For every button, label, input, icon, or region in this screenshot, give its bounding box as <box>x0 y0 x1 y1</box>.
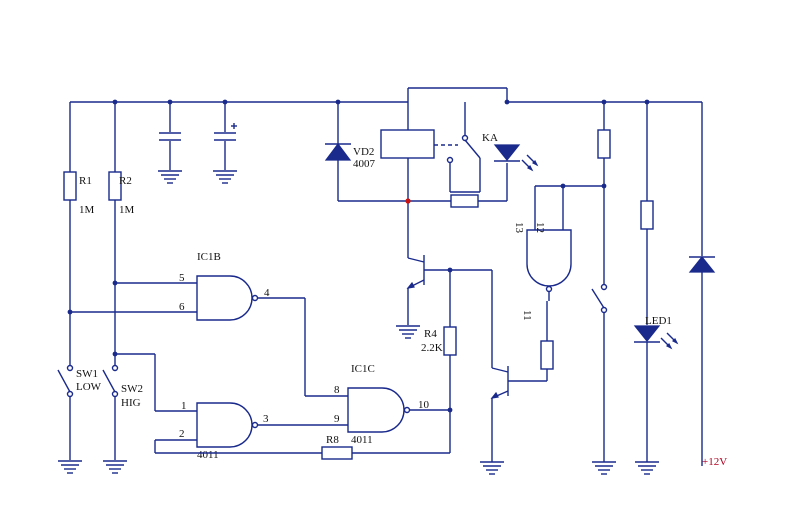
diode-vd2 <box>324 143 352 161</box>
sw2-mode: HIG <box>121 397 141 409</box>
right-switch-branch <box>591 102 611 462</box>
base-resistor <box>540 340 554 370</box>
switch-sw1 <box>57 364 74 398</box>
relay-ka <box>337 87 508 258</box>
ic1b-part-number: 4011 <box>197 449 219 461</box>
pin-9-label: 9 <box>334 413 340 425</box>
led1-branch <box>633 102 679 462</box>
pin-6-label: 6 <box>179 301 185 313</box>
sw2-label: SW2 <box>121 383 143 395</box>
top-supply-rail <box>70 99 702 105</box>
nand-gate-ic1-vertical <box>526 183 607 301</box>
ground-symbol <box>635 461 659 475</box>
r2-value: 1M <box>119 204 135 216</box>
r2-label: R2 <box>119 175 132 187</box>
ground-symbol <box>103 460 127 474</box>
r4-label: R4 <box>424 328 437 340</box>
r4-value: 2.2K <box>421 342 443 354</box>
capacitor-electrolytic <box>213 102 237 184</box>
resistor-r4 <box>443 326 457 356</box>
pin-4-label: 4 <box>264 287 270 299</box>
pin-3-label: 3 <box>263 413 269 425</box>
r8-feedback <box>155 446 450 460</box>
r1-branch <box>63 102 77 460</box>
led1 <box>633 325 661 342</box>
led1-label: LED1 <box>645 315 672 327</box>
nand-gate-ic1b <box>70 275 348 397</box>
ground-symbol <box>592 461 616 475</box>
resistor-r1 <box>63 171 77 201</box>
pullup-resistor <box>597 129 611 159</box>
r1-label: R1 <box>79 175 92 187</box>
supply-diode-branch <box>688 102 716 466</box>
sw1-label: SW1 <box>76 368 98 380</box>
resistor-r8 <box>321 446 353 460</box>
ic1c-part-number: 4011 <box>351 434 373 446</box>
ka-label: KA <box>482 132 498 144</box>
ground-symbol <box>480 461 504 475</box>
pin-1-label: 1 <box>181 400 187 412</box>
relay-indicator-led <box>493 144 539 172</box>
nand-gate-ic1-lower <box>115 353 348 453</box>
supply-voltage-label: +12V <box>702 456 727 468</box>
r8-label: R8 <box>326 434 339 446</box>
transistor-lower <box>490 270 554 462</box>
ground-symbol <box>396 325 420 339</box>
nand-gate-ic1c <box>347 387 453 433</box>
r2-branch <box>108 102 122 460</box>
relay-coil <box>380 129 435 159</box>
capacitor-non-polar <box>158 102 182 184</box>
pin-13-label: 13 <box>513 222 525 234</box>
pin-8-label: 8 <box>334 384 340 396</box>
vd2-label: VD2 <box>353 146 374 158</box>
pin-5-label: 5 <box>179 272 185 284</box>
r1-value: 1M <box>79 204 95 216</box>
pin-12-label: 12 <box>534 222 546 233</box>
switch-sw2 <box>102 364 119 398</box>
resistor-r4-branch <box>443 270 457 453</box>
vd2-value: 4007 <box>353 158 376 170</box>
ground-symbol <box>58 460 82 474</box>
relay-resistor <box>450 194 479 208</box>
led1-resistor <box>640 200 654 230</box>
ic1b-label: IC1B <box>197 251 221 263</box>
pin-2-label: 2 <box>179 428 185 440</box>
pin-11-label: 11 <box>521 310 533 321</box>
pin-10-label: 10 <box>418 399 430 411</box>
transistor-relay-driver <box>406 255 492 325</box>
sw1-mode: LOW <box>76 381 102 393</box>
ic1c-label: IC1C <box>351 363 375 375</box>
